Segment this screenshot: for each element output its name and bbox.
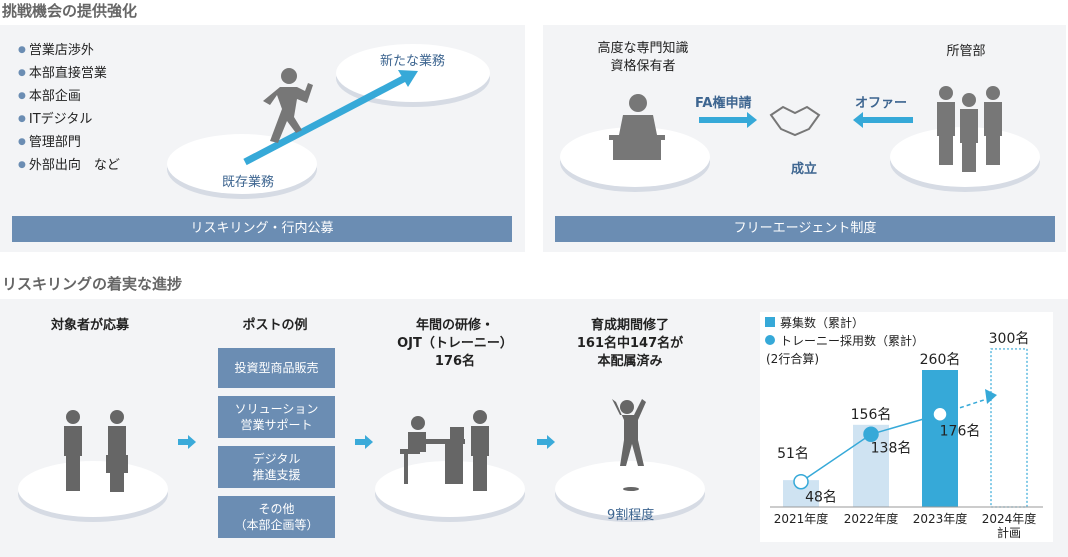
post-line: 営業サポート: [240, 418, 313, 432]
list-item: 管理部門: [18, 131, 120, 154]
list-item: 本部直接営業: [18, 62, 120, 85]
post-item: ソリューション営業サポート: [218, 396, 335, 438]
runner-arrow-illustration: [243, 68, 418, 166]
expert-line: 資格保有者: [610, 59, 676, 74]
fa-illustration: [609, 86, 1002, 172]
step-training: 年間の研修・ OJT（トレーニー） 176名: [385, 317, 525, 371]
bar-line-chart: 51名 156名 260名 300名 2021年度 2022年度 2023年度 2024年度計…: [770, 331, 1043, 540]
dept-label: 所管部: [946, 44, 986, 59]
trainee-label: 48名: [805, 490, 837, 506]
chart-box: 募集数（累計） トレーニー採用数（累計） (2行合算) 51名 156名 260名 3…: [760, 312, 1053, 542]
list-item: 本部企画: [18, 85, 120, 108]
legend-line-swatch: [765, 335, 775, 345]
rate-label: 9割程度: [607, 508, 655, 523]
expert-line: 高度な専門知識: [597, 41, 689, 56]
list-item: ITデジタル: [18, 108, 120, 131]
post-line: ソリューション: [234, 402, 319, 416]
handshake-icon: [769, 105, 821, 137]
fa-request-label: FA権申請: [695, 96, 752, 111]
free-agent-panel: 高度な専門知識資格保有者 所管部 FA権申請 オファー 成立 フリーエージェント…: [543, 25, 1066, 252]
bar-plan: [990, 348, 1028, 508]
post-line: その他: [258, 502, 295, 516]
step-posts: ポストの例: [242, 318, 308, 333]
post-line: 投資型商品販売: [234, 361, 319, 375]
progress-illustrations: [64, 399, 646, 492]
department-list: 営業店渉外 本部直接営業 本部企画 ITデジタル 管理部門 外部出向 など: [18, 39, 120, 177]
list-item: 外部出向 など: [18, 154, 120, 177]
line: OJT（トレーニー）: [397, 336, 513, 351]
post-item: 投資型商品販売: [218, 348, 335, 388]
post-line: （本部企画等）: [234, 518, 319, 532]
trainee-point: [793, 473, 809, 490]
step-apply: 対象者が応募: [50, 318, 129, 333]
progress-arrow-icon: [243, 70, 418, 166]
post-item: その他 （本部企画等）: [218, 496, 335, 538]
section-title-reskilling: リスキリングの着実な進捗: [2, 275, 183, 293]
legend-trainee: トレーニー採用数（累計）: [780, 334, 925, 348]
bar-label: 51名: [777, 446, 809, 462]
line: 育成期間修了: [590, 318, 669, 333]
group-people-icon: [937, 86, 1002, 172]
left-arrow-icon: [853, 112, 913, 128]
section-title-challenge: 挑戦機会の提供強化: [2, 2, 138, 20]
reskilling-band: リスキリング・行内公募: [12, 216, 512, 242]
expert-label: 高度な専門知識資格保有者: [583, 40, 703, 76]
post-line: 推進支援: [252, 468, 301, 482]
line: 176名: [434, 354, 476, 369]
bar-label: 156名: [851, 407, 892, 423]
trainee-forecast-line: [939, 398, 988, 415]
trainer-desk-icon: [400, 410, 489, 491]
jumping-person-icon: [612, 399, 646, 491]
post-line: デジタル: [252, 452, 301, 466]
step-complete: 育成期間修了 161名中147名が本配属済み: [560, 317, 700, 371]
x-tick-label: 2024年度: [982, 511, 1037, 526]
applicants-icon: [64, 410, 128, 492]
bar-label: 260名: [920, 352, 961, 368]
bar: [922, 370, 958, 507]
trainee-label: 138名: [871, 440, 912, 456]
desk-person-icon: [609, 94, 665, 160]
existing-work-disc: [167, 134, 317, 194]
legend-bar-swatch: [765, 317, 775, 327]
x-tick-label: 2021年度: [774, 511, 829, 526]
line: 本配属済み: [597, 354, 663, 369]
line: 年間の研修・: [415, 318, 494, 333]
trainee-point: [863, 426, 879, 443]
offer-label: オファー: [855, 96, 908, 111]
existing-work-label: 既存業務: [222, 175, 275, 190]
trainee-label: 176名: [940, 423, 981, 439]
free-agent-band: フリーエージェント制度: [555, 216, 1055, 242]
agreement-label: 成立: [791, 162, 818, 177]
bar-label: 300名: [989, 331, 1030, 347]
x-tick-label: 2023年度: [913, 511, 968, 526]
arrow-icon: [178, 435, 555, 449]
right-arrow-icon: [699, 112, 757, 128]
runner-icon: [263, 68, 313, 143]
legend-note: (2行合算): [766, 352, 819, 366]
line: 161名中147名が: [576, 336, 684, 351]
list-item: 営業店渉外: [18, 39, 120, 62]
forecast-arrowhead: [985, 388, 997, 404]
legend-recruit: 募集数（累計）: [780, 316, 865, 330]
trainee-point: [932, 406, 948, 423]
reskilling-panel: 営業店渉外 本部直接営業 本部企画 ITデジタル 管理部門 外部出向 など 既存…: [0, 25, 525, 252]
x-tick-sublabel: 計画: [997, 525, 1021, 540]
x-tick-label: 2022年度: [844, 511, 899, 526]
post-item: デジタル推進支援: [218, 446, 335, 488]
apply-disc: [18, 461, 168, 517]
new-work-label: 新たな業務: [380, 54, 446, 69]
